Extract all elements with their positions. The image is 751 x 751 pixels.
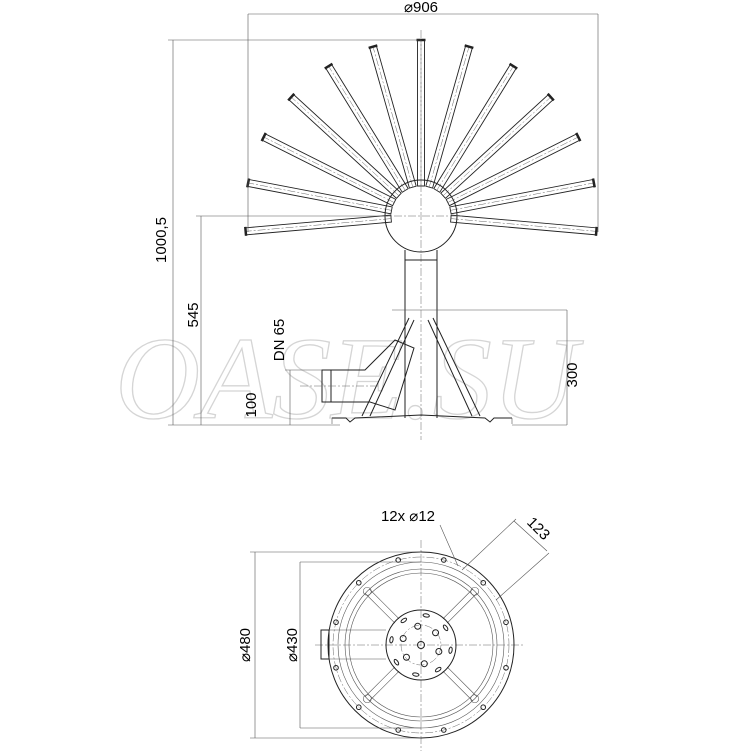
svg-text:⌀906: ⌀906	[404, 0, 438, 16]
mounting-hole	[503, 619, 509, 626]
hub-slot	[442, 624, 449, 632]
mounting-hole	[503, 664, 509, 671]
hub-nozzle	[432, 629, 440, 637]
hub-slot	[389, 636, 394, 644]
jets	[244, 38, 598, 236]
spoke	[364, 666, 396, 697]
inlet-top	[320, 629, 330, 660]
spoke	[442, 588, 473, 620]
spoke	[369, 670, 400, 702]
hub-nozzle	[399, 635, 407, 643]
spoke-boss	[362, 586, 372, 596]
svg-text:123: 123	[523, 514, 553, 544]
hub-nozzle	[435, 647, 443, 655]
inlet-pipe	[300, 339, 415, 411]
mounting-hole	[355, 704, 362, 711]
svg-text:DN 65: DN 65	[271, 319, 288, 362]
mounting-hole	[333, 619, 339, 626]
spoke-boss	[470, 586, 480, 596]
hub-nozzle	[402, 653, 410, 661]
center-nozzle	[417, 641, 425, 649]
stem	[404, 250, 438, 418]
spoke	[364, 593, 396, 624]
svg-text:⌀480: ⌀480	[237, 628, 254, 662]
jet-tube	[433, 62, 518, 193]
spokes	[362, 586, 480, 704]
spoke	[446, 593, 478, 624]
jet-tube	[260, 132, 397, 207]
spoke-boss	[362, 694, 372, 704]
spoke	[369, 588, 400, 620]
hub-slot	[400, 617, 408, 624]
spoke	[442, 670, 473, 702]
jet-tube	[445, 132, 582, 207]
hub-slot	[434, 666, 442, 673]
jet-tube	[324, 62, 409, 193]
svg-text:12x ⌀12: 12x ⌀12	[381, 508, 435, 525]
hub-slot	[448, 646, 453, 654]
svg-text:100: 100	[243, 392, 260, 417]
base-plate	[331, 414, 513, 424]
side-view: ⌀906 1000,5 545 DN 65 100 300	[153, 0, 599, 440]
dimension-outer: ⌀480	[237, 551, 421, 739]
jet-tube	[450, 214, 598, 236]
dimension-inlet: DN 65 100	[243, 319, 322, 425]
mounting-hole	[395, 557, 402, 563]
jet-tube	[368, 44, 417, 189]
svg-text:1000,5: 1000,5	[153, 217, 170, 263]
mounting-hole	[440, 557, 447, 563]
dimension-inner: ⌀430	[284, 561, 421, 729]
hub-slot	[422, 613, 430, 618]
jet-tube	[440, 92, 555, 199]
legs	[361, 317, 481, 417]
top-view: 12x ⌀12 123 ⌀480 ⌀430	[237, 508, 553, 751]
mounting-hole	[333, 664, 339, 671]
jet-tube	[246, 178, 393, 215]
hub-slot	[412, 672, 420, 677]
jet-tube	[425, 44, 474, 189]
mounting-holes	[333, 557, 509, 733]
mounting-hole	[480, 579, 487, 586]
mounting-hole	[480, 704, 487, 711]
mounting-hole	[355, 579, 362, 586]
hub-slot	[393, 658, 400, 666]
dimension-base-height: 300	[392, 309, 581, 426]
watermark: OASE.SU	[115, 313, 584, 444]
dimension-holes: 12x ⌀12	[381, 508, 459, 567]
jet-tube	[244, 214, 392, 236]
hub-nozzle	[420, 660, 428, 668]
spoke	[446, 666, 478, 697]
hub-nozzle	[414, 622, 422, 630]
jet-tube	[449, 178, 596, 215]
svg-text:⌀430: ⌀430	[284, 628, 301, 662]
spoke-boss	[470, 694, 480, 704]
dimension-total-height: 1000,5	[153, 39, 421, 426]
svg-text:300: 300	[564, 362, 581, 387]
dimension-sphere-height: 545	[185, 215, 390, 425]
mounting-hole	[440, 727, 447, 733]
svg-text:545: 545	[185, 302, 202, 327]
dimension-diameter: ⌀906	[247, 0, 599, 232]
jet-tube	[287, 92, 402, 199]
